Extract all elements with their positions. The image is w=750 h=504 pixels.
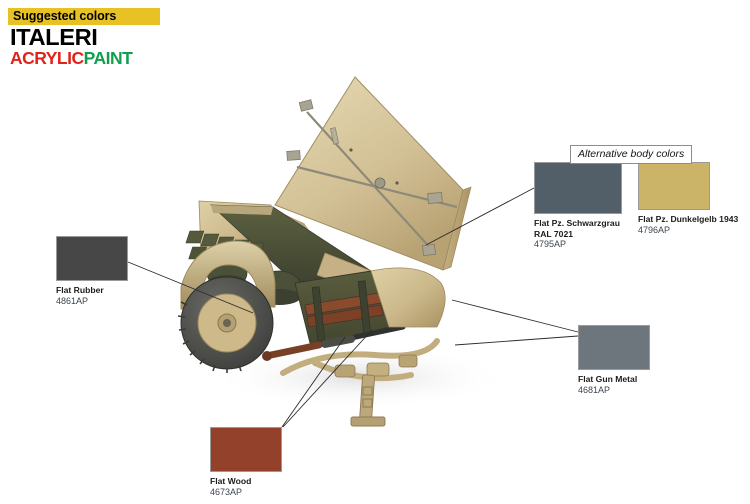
front-fender-and-wheel	[177, 240, 276, 373]
acrylic-word: ACRYLIC	[10, 48, 84, 68]
alternative-body-colors-label: Alternative body colors	[570, 145, 693, 164]
swatch-color-flat-wood	[210, 427, 282, 472]
swatch-flat-gun-metal[interactable]: Flat Gun Metal 4681AP	[578, 325, 650, 396]
swatch-color-flat-gun-metal	[578, 325, 650, 370]
swatch-color-flat-pz-schwarzgrau	[534, 162, 622, 214]
italeri-wordmark: ITALERI	[10, 24, 98, 50]
swatch-color-flat-rubber	[56, 236, 128, 281]
model-photograph	[175, 55, 575, 455]
swatch-name-line2: RAL 7021	[534, 228, 574, 239]
paint-word: PAINT	[83, 48, 133, 68]
italeri-brand-block: Suggested colors ITALERI ACRYLICPAINT	[8, 8, 176, 68]
swatch-name: Flat Wood	[210, 476, 252, 486]
swatch-flat-rubber[interactable]: Flat Rubber 4861AP	[56, 236, 128, 307]
suggested-colors-banner: Suggested colors	[8, 8, 160, 25]
swatch-code: 4673AP	[210, 486, 243, 497]
swatch-code: 4861AP	[56, 295, 89, 306]
swatch-code: 4681AP	[578, 384, 611, 395]
swatch-name: Flat Pz. Schwarzgrau	[534, 218, 620, 228]
rear-fender	[370, 267, 446, 328]
swatch-name: Flat Rubber	[56, 285, 104, 295]
swatch-code: 4795AP	[534, 239, 567, 249]
swatch-name: Flat Gun Metal	[578, 374, 638, 384]
swatch-flat-wood[interactable]: Flat Wood 4673AP	[210, 427, 282, 498]
swatch-code: 4796AP	[638, 224, 671, 235]
swatch-color-flat-pz-dunkelgelb-1943	[638, 162, 710, 210]
acrylic-paint-wordmark: ACRYLICPAINT	[10, 48, 133, 68]
rifle-receiver	[321, 335, 355, 348]
swatch-flat-pz-dunkelgelb-1943[interactable]: Flat Pz. Dunkelgelb 1943 4796AP	[638, 162, 738, 236]
swatch-flat-pz-schwarzgrau[interactable]: Flat Pz. Schwarzgrau RAL 7021 4795AP	[534, 162, 622, 250]
swatch-name: Flat Pz. Dunkelgelb 1943	[638, 214, 739, 224]
model-photo-svg	[177, 76, 510, 427]
